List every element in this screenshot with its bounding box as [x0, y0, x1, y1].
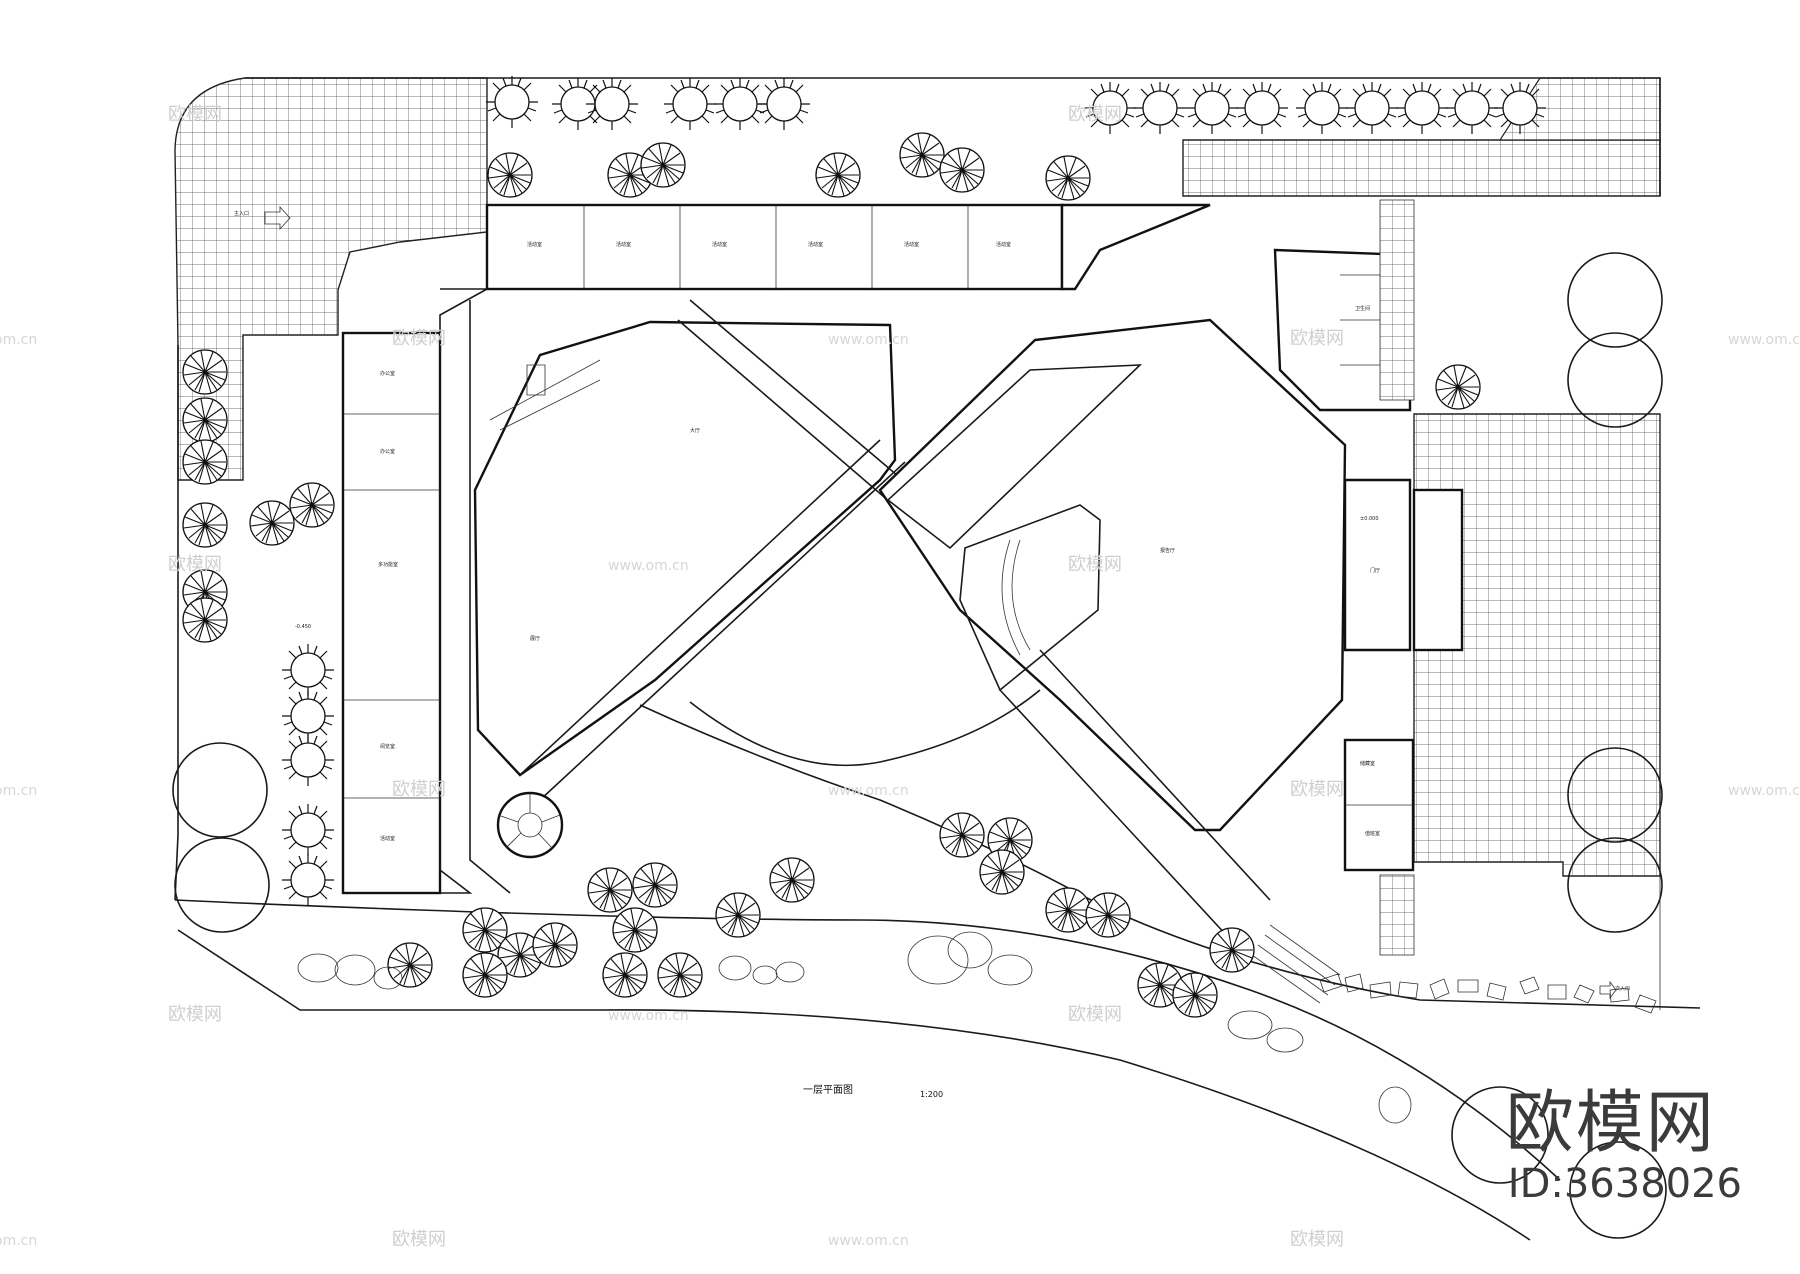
svg-text:欧模网: 欧模网 — [392, 328, 446, 349]
svg-text:om.cn: om.cn — [0, 783, 37, 799]
svg-text:欧模网: 欧模网 — [1068, 554, 1122, 575]
svg-text:欧模网: 欧模网 — [1290, 779, 1344, 800]
svg-text:欧模网: 欧模网 — [1068, 1004, 1122, 1025]
paving-left — [174, 77, 488, 481]
svg-text:om.cn: om.cn — [0, 1233, 37, 1249]
large-trees — [172, 252, 1667, 1239]
svg-text:欧模网: 欧模网 — [1290, 1229, 1344, 1250]
svg-text:om.cn: om.cn — [0, 332, 37, 348]
brand-watermark: 欧模网 ID:3638026 — [1506, 1088, 1742, 1208]
svg-text:欧模网: 欧模网 — [392, 1229, 446, 1250]
drawing-scale: 1:200 — [920, 1090, 943, 1099]
room-label: 活动室 — [380, 835, 395, 842]
svg-text:欧模网: 欧模网 — [1068, 104, 1122, 125]
svg-text:www.om.cn: www.om.cn — [608, 558, 689, 574]
svg-text:欧模网: 欧模网 — [168, 104, 222, 125]
room-label: 阅览室 — [380, 743, 395, 750]
room-label: 办公室 — [380, 370, 395, 377]
paving-top-right — [1182, 139, 1661, 197]
plaza-arc — [689, 689, 1041, 767]
room-label: 活动室 — [712, 241, 727, 248]
room-label: 活动室 — [616, 241, 631, 248]
rocks — [297, 931, 1657, 1124]
room-label: 多功能室 — [378, 561, 398, 568]
room-label: 活动室 — [904, 241, 919, 248]
watermarks: 欧模网 om.cn 欧模网 www.om.cn 欧模网 www.om.cn 欧模… — [0, 104, 1800, 1250]
room-label: 活动室 — [996, 241, 1011, 248]
svg-text:主入口: 主入口 — [234, 210, 249, 217]
room-label: 储藏室 — [1360, 760, 1375, 767]
svg-text:欧模网: 欧模网 — [392, 779, 446, 800]
building-outline — [341, 199, 1464, 1004]
drawing-title: 一层平面图 — [803, 1084, 853, 1096]
room-label: 展厅 — [530, 636, 540, 642]
svg-text:次入口: 次入口 — [1615, 985, 1630, 992]
svg-text:www.om.cn: www.om.cn — [608, 1008, 689, 1024]
entrance-secondary: 次入口 — [1599, 980, 1630, 1000]
room-label: 报告厅 — [1160, 547, 1175, 554]
level-mark: ±0.000 — [1360, 516, 1379, 522]
svg-text:www.om.cn: www.om.cn — [828, 332, 909, 348]
room-label: 门厅 — [1370, 567, 1380, 574]
room-label: 活动室 — [808, 241, 823, 248]
svg-text:www.om.cn: www.om.cn — [828, 783, 909, 799]
svg-text:www.om.cn: www.om.cn — [828, 1233, 909, 1249]
svg-text:www.om.cn: www.om.cn — [1728, 332, 1800, 348]
brand-id: ID:3638026 — [1507, 1161, 1742, 1207]
svg-text:欧模网: 欧模网 — [168, 554, 222, 575]
room-label: 办公室 — [380, 448, 395, 455]
level-mark: -0.450 — [295, 624, 311, 630]
room-label: 值班室 — [1365, 830, 1380, 837]
room-label: 活动室 — [527, 241, 542, 248]
room-label: 大厅 — [690, 427, 700, 434]
room-label: 卫生间 — [1355, 305, 1370, 312]
svg-text:欧模网: 欧模网 — [1290, 328, 1344, 349]
svg-text:www.om.cn: www.om.cn — [1728, 783, 1800, 799]
entrance-main: 主入口 — [234, 205, 291, 231]
brand-name: 欧模网 — [1505, 1084, 1716, 1163]
svg-text:欧模网: 欧模网 — [168, 1004, 222, 1025]
room-labels: 活动室 活动室 活动室 活动室 活动室 活动室 办公室 办公室 多功能室 阅览室… — [378, 241, 1380, 842]
